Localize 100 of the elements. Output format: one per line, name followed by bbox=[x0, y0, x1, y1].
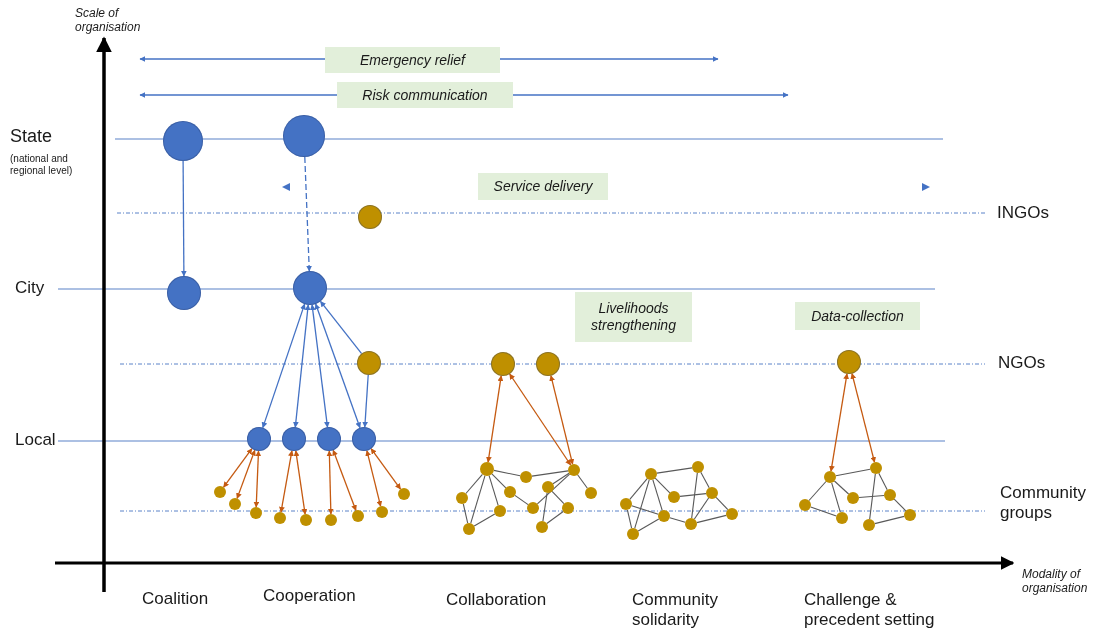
category-label: Coalition bbox=[142, 589, 210, 610]
connector-line bbox=[462, 503, 469, 524]
organisation-dot bbox=[536, 521, 548, 533]
organisation-dot bbox=[293, 271, 327, 305]
connector-line bbox=[831, 482, 841, 513]
organisation-dot bbox=[836, 512, 848, 524]
connector-line bbox=[552, 472, 570, 485]
organisation-dot bbox=[585, 487, 597, 499]
connector-line bbox=[542, 492, 548, 522]
organisation-dot bbox=[229, 498, 241, 510]
organisation-dot bbox=[568, 464, 580, 476]
connector-line bbox=[715, 496, 729, 511]
organisation-dot bbox=[904, 509, 916, 521]
connector-line bbox=[810, 506, 837, 517]
organisation-dot bbox=[870, 462, 882, 474]
connector-line bbox=[491, 473, 507, 489]
organisation-dot bbox=[357, 351, 381, 375]
connector-line bbox=[656, 467, 693, 474]
category-label: Challenge & precedent setting bbox=[804, 590, 936, 631]
organisation-dot bbox=[692, 461, 704, 473]
arrow bbox=[486, 375, 504, 463]
category-label: Collaboration bbox=[446, 590, 548, 611]
arrow bbox=[293, 450, 308, 515]
level-label: INGOs bbox=[997, 203, 1050, 224]
connector-line bbox=[691, 472, 698, 519]
organisation-dot bbox=[527, 502, 539, 514]
arrow bbox=[253, 450, 262, 508]
organisation-dot bbox=[317, 427, 341, 451]
organisation-dot bbox=[352, 427, 376, 451]
connector-line bbox=[858, 494, 885, 499]
connector-line bbox=[514, 494, 529, 506]
level-label: Local bbox=[15, 430, 57, 451]
connector-line bbox=[577, 474, 588, 489]
connector-line bbox=[693, 497, 710, 520]
connector-line bbox=[465, 473, 483, 495]
organisation-dot bbox=[214, 486, 226, 498]
arrow bbox=[365, 450, 383, 507]
arrow bbox=[236, 449, 256, 500]
category-label: Community solidarity bbox=[632, 590, 719, 631]
activity-label: Livelihoods strengthening bbox=[575, 292, 692, 342]
connector-line bbox=[679, 493, 707, 497]
organisation-dot bbox=[325, 514, 337, 526]
organisation-dot bbox=[494, 505, 506, 517]
activity-label: Data-collection bbox=[795, 302, 920, 330]
connector-line bbox=[551, 490, 565, 505]
connector-line bbox=[700, 471, 710, 489]
arrow bbox=[332, 449, 357, 512]
arrow bbox=[370, 448, 402, 490]
organisation-dot bbox=[352, 510, 364, 522]
organisation-dot bbox=[645, 468, 657, 480]
organisation-dot bbox=[658, 510, 670, 522]
arrow bbox=[304, 156, 312, 272]
connector-line bbox=[470, 475, 486, 524]
activity-label: Risk communication bbox=[337, 82, 513, 108]
connector-line bbox=[634, 479, 650, 529]
organisation-dot bbox=[824, 471, 836, 483]
organisation-dot bbox=[463, 523, 475, 535]
organisation-dot bbox=[799, 499, 811, 511]
arrow bbox=[362, 374, 369, 428]
level-label: City bbox=[15, 278, 46, 299]
organisation-dot bbox=[884, 489, 896, 501]
level-label: Community groups bbox=[1000, 483, 1087, 524]
organisation-dot bbox=[456, 492, 468, 504]
organisation-dot bbox=[358, 205, 382, 229]
activity-label: Service delivery bbox=[478, 173, 608, 200]
connector-line bbox=[652, 479, 663, 511]
organisation-dot bbox=[376, 506, 388, 518]
category-label: Cooperation bbox=[263, 586, 357, 607]
connector-line bbox=[546, 510, 564, 525]
organisation-dot bbox=[167, 276, 201, 310]
arrow bbox=[326, 450, 334, 515]
connector-line bbox=[696, 514, 727, 524]
organisation-dot bbox=[250, 507, 262, 519]
organisation-dot bbox=[706, 487, 718, 499]
organisation-dot bbox=[837, 350, 861, 374]
connector-line bbox=[493, 469, 521, 477]
organisation-dot bbox=[726, 508, 738, 520]
level-label: NGOs bbox=[998, 353, 1047, 374]
arrow bbox=[549, 375, 575, 465]
arrow bbox=[828, 373, 850, 472]
connector-line bbox=[531, 470, 569, 477]
connector-line bbox=[874, 515, 905, 525]
connector-line bbox=[654, 477, 671, 494]
organisation-dot bbox=[668, 491, 680, 503]
organisation-dot bbox=[863, 519, 875, 531]
organisation-dot bbox=[491, 352, 515, 376]
connector-line bbox=[835, 468, 871, 477]
axis-title: Modality of organisation bbox=[1022, 567, 1089, 596]
arrow bbox=[309, 304, 330, 428]
organisation-dot bbox=[685, 518, 697, 530]
arrow bbox=[279, 450, 294, 513]
arrow bbox=[180, 160, 187, 277]
connector-line bbox=[833, 480, 850, 495]
organisation-dot bbox=[300, 514, 312, 526]
organisation-dot bbox=[274, 512, 286, 524]
connector-line bbox=[669, 517, 686, 523]
connector-line bbox=[488, 475, 499, 506]
arrow bbox=[314, 303, 361, 429]
connector-line bbox=[878, 472, 888, 491]
organisation-dot bbox=[504, 486, 516, 498]
